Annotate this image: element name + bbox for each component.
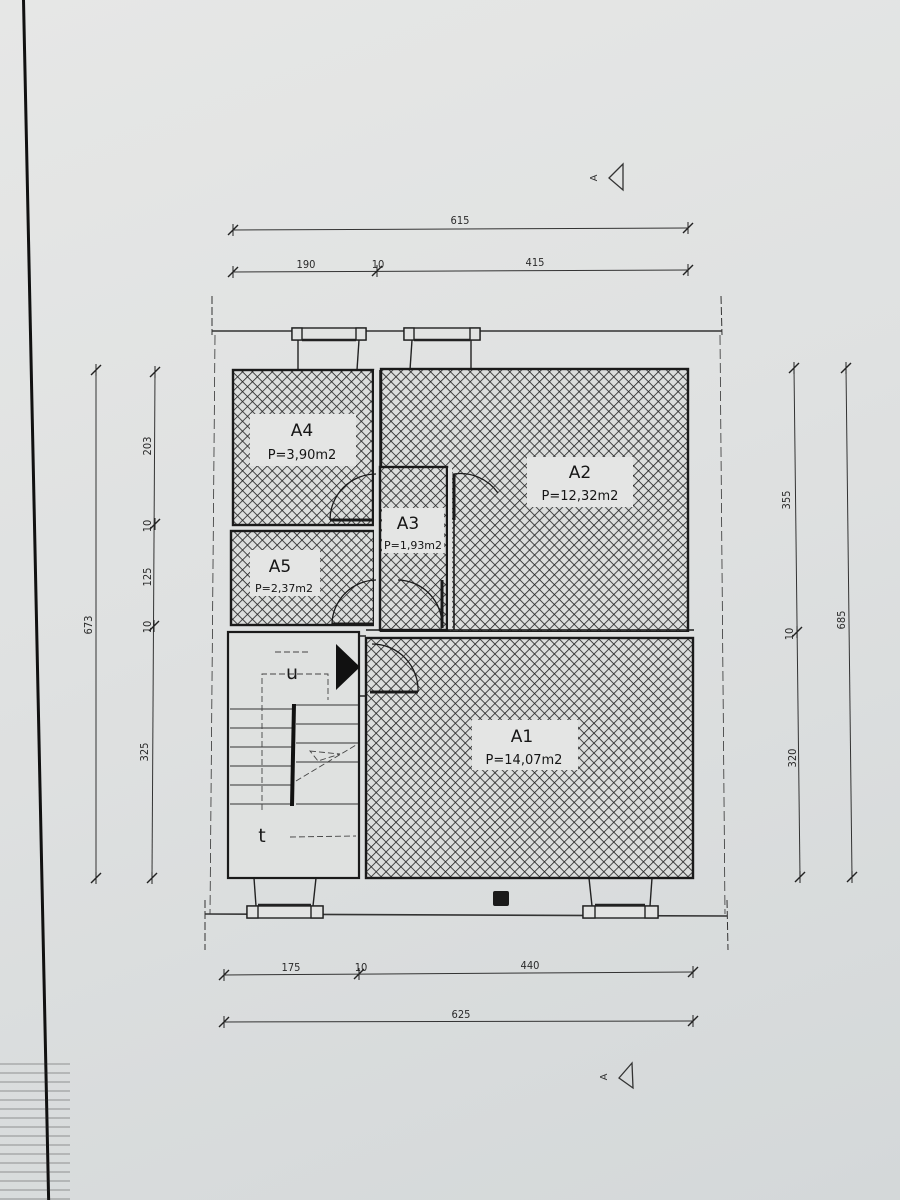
stair-down-label: t bbox=[258, 825, 265, 847]
section-marker-bottom: A bbox=[599, 1061, 634, 1090]
door-A4 bbox=[329, 473, 377, 522]
section-triangle-icon bbox=[618, 1061, 634, 1090]
dimension-top-segments: 190 10 415 bbox=[227, 256, 694, 279]
window-bottom-right bbox=[582, 877, 659, 919]
door-A2 bbox=[452, 472, 499, 520]
svg-text:P=3,90m2: P=3,90m2 bbox=[268, 448, 337, 463]
svg-text:P=2,37m2: P=2,37m2 bbox=[255, 582, 313, 595]
column-marker-icon bbox=[493, 891, 509, 906]
window-top-right bbox=[403, 327, 481, 371]
svg-text:A: A bbox=[589, 174, 600, 181]
dimension-bottom-total: 625 bbox=[218, 1008, 699, 1029]
entrance-jamb bbox=[360, 635, 366, 697]
svg-text:615: 615 bbox=[451, 214, 470, 227]
dimension-left-segments: 203 10 125 10 325 bbox=[138, 365, 161, 885]
dimension-bottom-segments: 175 10 440 bbox=[218, 959, 699, 982]
room-label-A4: A4 P=3,90m2 bbox=[250, 414, 356, 466]
svg-text:10: 10 bbox=[141, 621, 154, 634]
svg-text:625: 625 bbox=[452, 1008, 471, 1021]
svg-text:415: 415 bbox=[526, 256, 545, 269]
svg-text:A2: A2 bbox=[569, 463, 591, 483]
svg-text:673: 673 bbox=[82, 616, 95, 635]
svg-text:A4: A4 bbox=[291, 421, 313, 441]
svg-text:10: 10 bbox=[141, 520, 154, 533]
window-bottom-left bbox=[246, 877, 324, 919]
svg-text:325: 325 bbox=[138, 743, 151, 762]
svg-text:A5: A5 bbox=[269, 557, 291, 577]
dimension-right-total: 685 bbox=[835, 361, 858, 884]
entrance-arrow-icon bbox=[336, 644, 360, 690]
stair-rail bbox=[290, 703, 296, 807]
stair-up-label: u bbox=[286, 662, 298, 684]
door-A1 bbox=[370, 643, 419, 694]
room-label-A1: A1 P=14,07m2 bbox=[472, 720, 578, 770]
window-top-left bbox=[291, 327, 367, 371]
svg-text:A: A bbox=[599, 1073, 610, 1080]
partition-walls bbox=[366, 370, 694, 639]
svg-text:203: 203 bbox=[141, 437, 154, 456]
door-A3 bbox=[397, 579, 444, 628]
scan-artifact bbox=[0, 1060, 70, 1200]
section-marker-top: A bbox=[589, 162, 624, 192]
dimension-right-segments: 355 10 320 bbox=[780, 361, 806, 884]
door-A5 bbox=[331, 579, 377, 626]
svg-text:320: 320 bbox=[786, 749, 799, 768]
svg-text:P=1,93m2: P=1,93m2 bbox=[384, 539, 442, 552]
svg-text:440: 440 bbox=[521, 959, 540, 972]
svg-text:10: 10 bbox=[783, 628, 796, 641]
section-triangle-icon bbox=[608, 162, 624, 192]
svg-text:10: 10 bbox=[355, 961, 368, 974]
svg-text:P=12,32m2: P=12,32m2 bbox=[542, 489, 619, 504]
svg-text:125: 125 bbox=[141, 568, 154, 587]
dimension-left-total: 673 bbox=[82, 363, 102, 885]
room-label-A2: A2 P=12,32m2 bbox=[527, 457, 633, 507]
svg-text:685: 685 bbox=[835, 611, 848, 630]
svg-text:10: 10 bbox=[372, 258, 385, 271]
svg-text:175: 175 bbox=[282, 961, 301, 974]
room-label-A5: A5 P=2,37m2 bbox=[250, 550, 320, 596]
room-label-A3: A3 P=1,93m2 bbox=[382, 508, 444, 553]
svg-text:355: 355 bbox=[780, 491, 793, 510]
svg-text:190: 190 bbox=[297, 258, 316, 271]
stair-hall: u t bbox=[226, 630, 361, 880]
wall-gaps bbox=[362, 370, 694, 636]
dimension-top-total: 615 bbox=[227, 214, 694, 237]
svg-text:P=14,07m2: P=14,07m2 bbox=[486, 753, 563, 768]
svg-text:A1: A1 bbox=[511, 727, 533, 747]
svg-text:A3: A3 bbox=[397, 514, 419, 534]
